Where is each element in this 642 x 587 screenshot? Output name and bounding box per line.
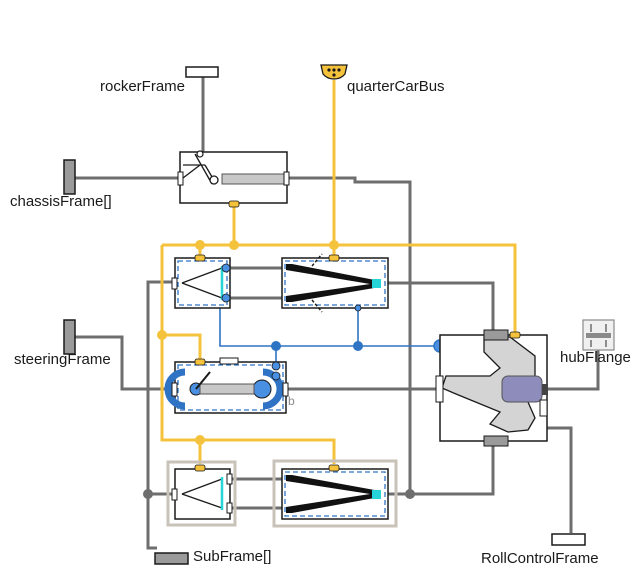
signal-junction: [353, 341, 363, 351]
quarter-car-bus-label: quarterCarBus: [347, 78, 445, 95]
signal-junction: [271, 341, 281, 351]
wire-knuckle-to-hub[interactable]: [547, 350, 600, 391]
bus-junction: [195, 240, 205, 250]
bus-wire-left[interactable]: [160, 245, 202, 464]
hub-flange-label: hubFlange: [560, 349, 631, 366]
bus-junction: [195, 435, 205, 445]
steering-rack-icon[interactable]: [164, 357, 289, 414]
mech-junction: [405, 489, 415, 499]
damper-icon[interactable]: [177, 150, 290, 208]
lower-link-icon[interactable]: [166, 460, 237, 527]
quarter-car-bus-connector-icon[interactable]: [320, 64, 348, 80]
steering-frame-connector-icon[interactable]: [63, 319, 76, 355]
wire-steering-to-rack[interactable]: [75, 335, 175, 391]
upper-link-icon[interactable]: [171, 254, 231, 309]
hub-flange-connector-icon[interactable]: [582, 319, 615, 351]
sub-frame-label: SubFrame[]: [193, 548, 272, 565]
upper-wishbone-icon[interactable]: [281, 253, 389, 313]
wheel-knuckle-icon[interactable]: [435, 329, 548, 447]
bus-wire-top[interactable]: [162, 243, 517, 335]
rocker-frame-connector-icon[interactable]: [185, 66, 219, 78]
wire-knuckle-to-rollcontrol[interactable]: [528, 426, 573, 533]
wire-upperwb-to-knuckle[interactable]: [388, 281, 495, 335]
chassis-frame-label: chassisFrame[]: [10, 193, 112, 210]
bus-wires: [160, 80, 517, 464]
wire-lowerwb-to-knuckle[interactable]: [388, 440, 495, 496]
bus-junction: [229, 240, 239, 250]
bus-wire-lower[interactable]: [200, 438, 336, 464]
chassis-frame-connector-icon[interactable]: [63, 159, 76, 195]
mech-junction: [143, 489, 153, 499]
lower-wishbone-icon[interactable]: [272, 459, 398, 528]
roll-control-frame-connector-icon[interactable]: [551, 533, 586, 546]
bus-wire-rack[interactable]: [162, 333, 202, 362]
steering-frame-label: steeringFrame: [14, 351, 111, 368]
steering-rack-port-b-label: b: [288, 394, 295, 408]
sub-frame-connector-icon[interactable]: [154, 552, 189, 565]
bus-junction: [329, 240, 339, 250]
bus-junction: [157, 330, 167, 340]
wire-damper-to-right[interactable]: [288, 176, 412, 494]
roll-control-frame-label: RollControlFrame: [481, 550, 599, 567]
rocker-frame-label: rockerFrame: [100, 78, 186, 95]
